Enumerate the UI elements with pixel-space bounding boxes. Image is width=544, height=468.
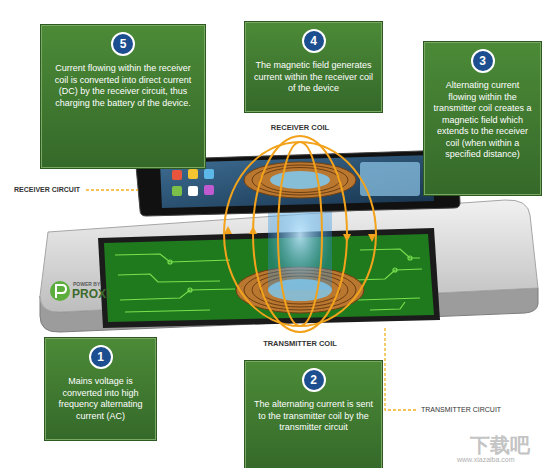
arrowhead — [224, 226, 232, 234]
app-icon — [172, 170, 182, 180]
trace — [115, 254, 230, 262]
part-label: PROXI — [72, 287, 109, 301]
step-description: The alternating current is sent to the t… — [253, 399, 374, 434]
coil-windings — [252, 165, 348, 195]
callout-number: 1 — [89, 345, 113, 369]
via — [408, 256, 412, 260]
coil-core — [270, 171, 330, 189]
app-icon — [204, 185, 214, 195]
step-description: Alternating current flowing within the t… — [432, 80, 533, 161]
callout-number: 3 — [471, 49, 495, 73]
part-label: POWER BY — [73, 281, 100, 287]
step-box: 5Current flowing within the receiver coi… — [41, 25, 205, 168]
leader-line — [385, 328, 418, 410]
app-icon — [204, 169, 214, 179]
callout-number: 5 — [111, 32, 135, 56]
part-label: TRANSMITTER CIRCUIT — [421, 406, 501, 413]
field-arrows — [224, 226, 376, 242]
trace — [358, 298, 420, 300]
arrowhead — [343, 234, 351, 242]
part-label: TRANSMITTER COIL — [263, 339, 337, 348]
trace — [118, 274, 220, 282]
widget — [360, 162, 420, 196]
step-box: 1Mains voltage is converted into high fr… — [45, 338, 156, 440]
field-line — [253, 136, 347, 332]
field-line — [224, 142, 376, 326]
trace — [370, 302, 405, 310]
field-line — [278, 142, 322, 326]
step-box: 4The magnetic field generates current wi… — [245, 22, 382, 112]
app-icon — [172, 186, 182, 196]
trace — [355, 269, 422, 280]
step-box: 3Alternating current flowing within the … — [424, 42, 541, 195]
arrowhead — [368, 234, 376, 242]
part-label: 下载吧 — [470, 432, 530, 459]
part-label: RECEIVER CIRCUIT — [14, 186, 80, 193]
callout-number: 4 — [302, 29, 326, 53]
step-description: Current flowing within the receiver coil… — [49, 63, 197, 109]
leader-line — [86, 189, 138, 190]
winding — [260, 168, 340, 193]
step-description: Mains voltage is converted into high fre… — [53, 376, 148, 422]
step-box: 2The alternating current is sent to the … — [245, 361, 382, 468]
magnetic-field — [224, 136, 376, 332]
step-description: The magnetic field generates current wit… — [253, 60, 374, 95]
part-label: RECEIVER COIL — [271, 123, 329, 132]
trace — [120, 289, 235, 300]
via — [188, 288, 192, 292]
callout-number: 2 — [302, 368, 326, 392]
via — [393, 268, 397, 272]
logo-badge — [50, 281, 70, 301]
coil-core — [268, 279, 332, 301]
via — [168, 260, 172, 264]
part-label: www.xiazaiba.com — [457, 456, 515, 463]
trace — [125, 310, 210, 312]
winding — [252, 165, 348, 195]
arrowhead — [249, 226, 257, 234]
app-icon — [188, 169, 198, 179]
app-icon — [188, 186, 198, 196]
logo-mark — [56, 285, 66, 298]
